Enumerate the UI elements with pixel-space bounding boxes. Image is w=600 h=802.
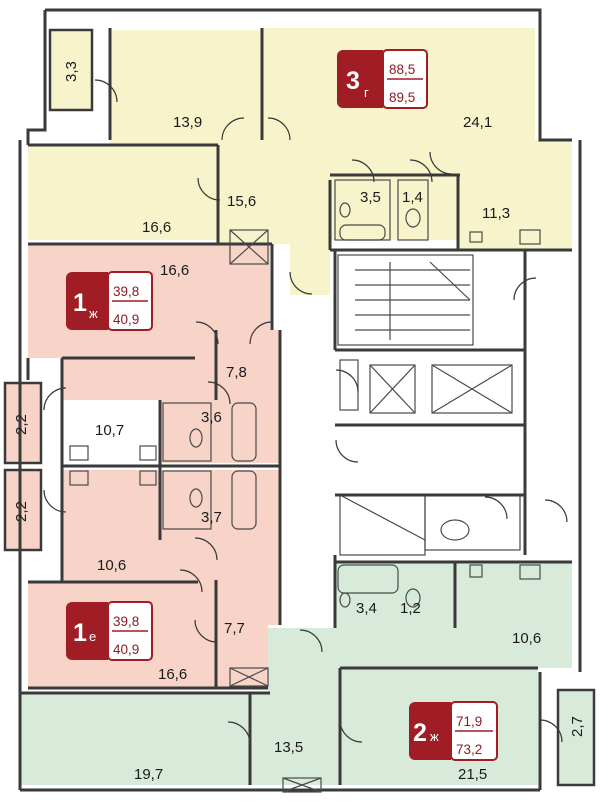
badge-3g-area2: 89,5 [389,90,415,105]
room-labels: 3,3 13,9 24,1 16,6 15,6 3,5 1,4 11,3 16,… [13,61,586,783]
apartment-1zh-fill [28,245,280,463]
apartment-3g-fill [28,28,572,295]
badge-3g-letter: г [364,85,369,100]
room-label-3-5: 3,5 [360,189,381,206]
badge-2zh-number: 2 [413,719,427,747]
badge-3g-area1: 88,5 [389,62,415,77]
room-label-13-9: 13,9 [173,114,202,131]
room-label-10-6-left: 10,6 [97,557,126,574]
badge-1zh-area1: 39,8 [113,284,139,299]
doors [43,79,568,745]
elevator-large [431,364,513,414]
room-label-2-7: 2,7 [569,716,586,737]
badge-3g-number: 3 [346,67,360,95]
room-label-11-3: 11,3 [482,205,510,222]
badge-1e[interactable]: 1 е 39,8 40,9 [66,601,153,661]
room-label-3-3: 3,3 [63,61,80,82]
room-label-3-7: 3,7 [201,509,222,526]
vent-shafts [229,229,322,793]
room-label-19-7: 19,7 [134,766,163,783]
room-label-2-2-bottom: 2,2 [13,501,30,522]
balcony-3-3 [48,28,94,112]
apartment-1e-fill [28,470,280,688]
room-label-10-6-right: 10,6 [512,630,541,647]
balcony-2-2-top [3,381,43,465]
room-label-3-6: 3,6 [201,409,222,426]
room-label-3-4: 3,4 [356,600,377,617]
badge-2zh-letter: ж [430,729,439,744]
room-label-10-7: 10,7 [95,422,124,439]
badge-1e-number: 1 [73,619,87,647]
badge-1zh-letter: ж [89,306,98,321]
badge-2zh-area1: 71,9 [456,714,482,729]
badge-1zh[interactable]: 1 ж 39,8 40,9 [66,271,153,331]
room-label-1-2: 1,2 [400,600,421,617]
room-label-1-4: 1,4 [402,189,423,206]
room-label-7-8: 7,8 [226,364,247,381]
room-label-24-1: 24,1 [463,114,492,131]
room-label-21-5: 21,5 [458,766,487,783]
badge-1e-area1: 39,8 [113,614,139,629]
badge-1zh-number: 1 [73,289,87,317]
room-label-2-2-top: 2,2 [13,414,30,435]
building-core [335,250,525,556]
badge-1e-letter: е [89,629,96,644]
badge-3g[interactable]: 3 г 88,5 89,5 [337,49,428,109]
room-label-16-6-mid: 16,6 [160,262,189,279]
room-label-13-5: 13,5 [274,739,303,756]
room-label-16-6-top: 16,6 [142,219,171,236]
balcony-2-2-bottom [3,468,43,552]
elevator-small [369,364,416,414]
bathroom-1zh [69,402,257,462]
bathroom-3g [334,179,541,245]
badge-1zh-area2: 40,9 [113,312,139,327]
badge-1e-area2: 40,9 [113,642,139,657]
badge-2zh[interactable]: 2 ж 71,9 73,2 [409,701,498,761]
walls [18,8,582,792]
balcony-2-7 [556,688,596,787]
room-label-15-6: 15,6 [227,193,256,210]
bathroom-1e [69,470,257,530]
apartment-3g[interactable] [28,28,572,295]
bathroom-2zh [337,564,541,608]
badge-2zh-area2: 73,2 [456,742,482,757]
staircase [337,254,474,346]
room-label-16-6-bottom: 16,6 [158,666,187,683]
room-label-7-7: 7,7 [224,620,245,637]
